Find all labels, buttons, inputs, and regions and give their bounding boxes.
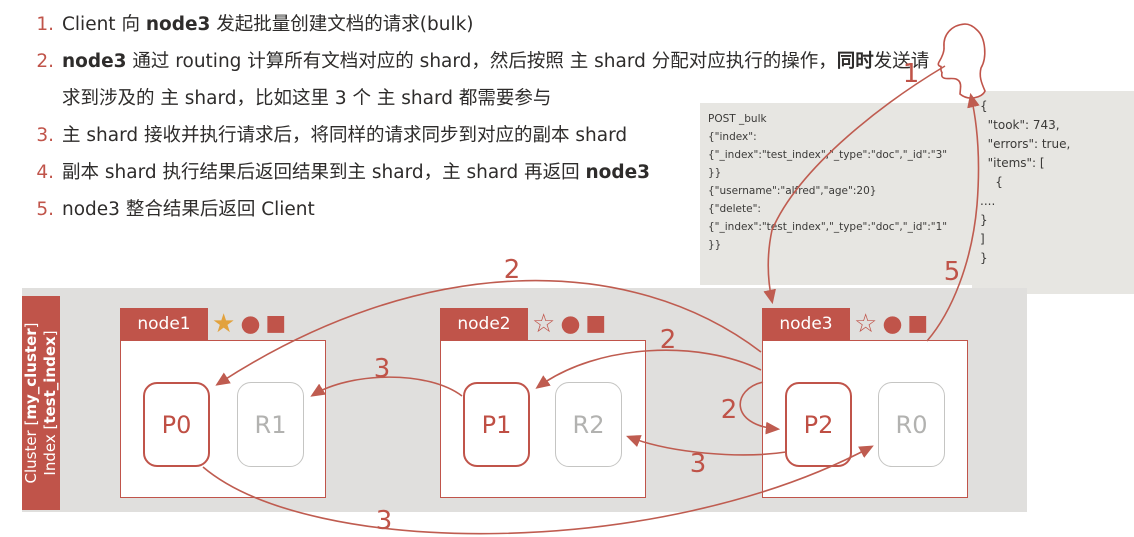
master-star-icon: ★	[212, 309, 236, 339]
flow-step-3-label-r2: 3	[689, 449, 707, 479]
flow-step-5-label: 5	[943, 257, 961, 287]
node1-name: node1	[137, 314, 191, 334]
index-label: Index [test_index]	[41, 330, 59, 476]
bulk-response-box: { "took": 743, "errors": true, "items": …	[972, 91, 1134, 294]
step-text: node3 整合结果后返回 Client	[62, 199, 315, 220]
step-item-5: 5. node3 整合结果后返回 Client	[30, 191, 960, 228]
step-text: node3 通过 routing 计算所有文档对应的 shard，然后按照 主 …	[62, 51, 930, 109]
step-text: 主 shard 接收并执行请求后，将同样的请求同步到对应的副本 shard	[62, 125, 628, 146]
shard-p2: P2	[785, 382, 852, 467]
flow-step-1-label: 1	[902, 59, 920, 89]
nonmaster-star-icon: ☆	[532, 309, 556, 339]
step-item-2: 2. node3 通过 routing 计算所有文档对应的 shard，然后按照…	[30, 43, 960, 117]
cluster-sidebar: Cluster [my_cluster] Index [test_index]	[22, 296, 60, 510]
flow-step-2-label-p0: 2	[503, 255, 521, 285]
flow-step-2-label-p2: 2	[720, 395, 738, 425]
step-number: 1.	[36, 14, 54, 35]
step-number: 5.	[36, 199, 54, 220]
node3-role-icons: ☆ ● ■	[854, 308, 928, 340]
nonmaster-star-icon: ☆	[854, 309, 878, 339]
shard-p1: P1	[463, 382, 530, 467]
step-item-3: 3. 主 shard 接收并执行请求后，将同样的请求同步到对应的副本 shard	[30, 117, 960, 154]
step-number: 3.	[36, 125, 54, 146]
shard-r1: R1	[237, 382, 304, 467]
node1-header: node1	[120, 308, 208, 340]
client-head-icon	[937, 23, 986, 99]
step-text: Client 向 node3 发起批量创建文档的请求(bulk)	[62, 14, 474, 35]
bulk-request-box: POST _bulk {"index": {"_index":"test_ind…	[700, 103, 973, 285]
node3-header: node3	[762, 308, 850, 340]
step-text: 副本 shard 执行结果后返回结果到主 shard，主 shard 再返回 n…	[62, 162, 651, 183]
step-number: 4.	[36, 162, 54, 183]
step-item-4: 4. 副本 shard 执行结果后返回结果到主 shard，主 shard 再返…	[30, 154, 960, 191]
shard-r0: R0	[878, 382, 945, 467]
node2-role-icons: ☆ ● ■	[532, 308, 606, 340]
flow-step-3-label-r1: 3	[373, 354, 391, 384]
shard-p0: P0	[143, 382, 210, 467]
cluster-label: Cluster [my_cluster]	[22, 322, 40, 484]
node1-role-icons: ★ ● ■	[212, 308, 286, 340]
flow-step-2-label-p1: 2	[659, 325, 677, 355]
step-number: 2.	[36, 51, 54, 72]
data-node-circle-icon: ●	[560, 310, 581, 337]
shard-r2: R2	[555, 382, 622, 467]
coordinator-square-icon: ■	[907, 311, 929, 336]
coordinator-square-icon: ■	[265, 311, 287, 336]
node2-header: node2	[440, 308, 528, 340]
step-item-1: 1. Client 向 node3 发起批量创建文档的请求(bulk)	[30, 6, 960, 43]
node2-name: node2	[457, 314, 511, 334]
data-node-circle-icon: ●	[882, 310, 903, 337]
cluster-sidebar-labels: Cluster [my_cluster] Index [test_index]	[22, 296, 60, 510]
node3-name: node3	[779, 314, 833, 334]
flow-step-3-label-r0: 3	[375, 506, 393, 536]
step-list: 1. Client 向 node3 发起批量创建文档的请求(bulk) 2. n…	[30, 6, 960, 228]
coordinator-square-icon: ■	[585, 311, 607, 336]
data-node-circle-icon: ●	[240, 310, 261, 337]
